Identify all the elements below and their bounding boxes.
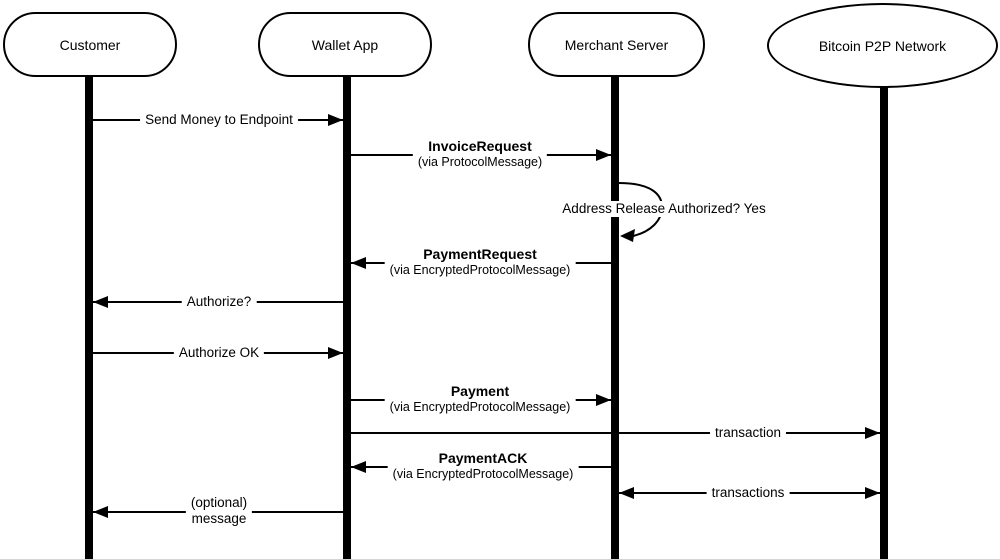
message-via: (via EncryptedProtocolMessage) (389, 263, 571, 277)
message-name: InvoiceRequest (428, 138, 532, 154)
lifeline-customer (85, 76, 93, 559)
actor-bitcoin-p2p-network: Bitcoin P2P Network (767, 3, 998, 88)
arrowhead-left-icon (619, 487, 634, 499)
message-name: PaymentRequest (423, 246, 537, 262)
actor-customer-label: Customer (59, 36, 121, 53)
arrowhead-left-icon (351, 461, 366, 473)
arrowhead-right-icon (328, 347, 343, 359)
actor-wallet-app: Wallet App (258, 12, 432, 77)
arrowhead-right-icon (596, 149, 611, 161)
arrowhead-left-icon (351, 257, 366, 269)
message-label: transaction (709, 425, 787, 441)
actor-wallet-app-label: Wallet App (311, 36, 379, 53)
arrowhead-right-icon (865, 427, 880, 439)
arrowhead-right-icon (865, 487, 880, 499)
message-name: Payment (450, 383, 510, 399)
message-label: transactions (706, 485, 790, 501)
lifeline-wallet-app (343, 76, 351, 559)
lifeline-bitcoin-p2p-network (880, 87, 888, 559)
message-line (351, 432, 880, 434)
actor-bitcoin-p2p-network-label: Bitcoin P2P Network (818, 37, 947, 54)
message-label: Address Release Authorized? Yes (557, 201, 771, 217)
actor-customer: Customer (3, 12, 177, 77)
message-label-line1: (optional) (190, 495, 248, 510)
actor-merchant-server-label: Merchant Server (564, 36, 669, 53)
message-via: (via ProtocolMessage) (417, 155, 543, 169)
message-name: PaymentACK (438, 450, 528, 466)
arrowhead-right-icon (328, 114, 343, 126)
message-label: Authorize? (181, 294, 257, 310)
lifeline-merchant-server (611, 76, 619, 559)
message-label: Authorize OK (173, 345, 265, 361)
actor-merchant-server: Merchant Server (528, 12, 705, 77)
message-label-line2: message (191, 511, 247, 526)
arrowhead-left-icon (93, 296, 108, 308)
message-via: (via EncryptedProtocolMessage) (389, 400, 571, 414)
arrowhead-left-icon (93, 506, 108, 518)
message-via: (via EncryptedProtocolMessage) (392, 467, 574, 481)
arrowhead-right-icon (596, 394, 611, 406)
message-label: Send Money to Endpoint (140, 112, 298, 128)
